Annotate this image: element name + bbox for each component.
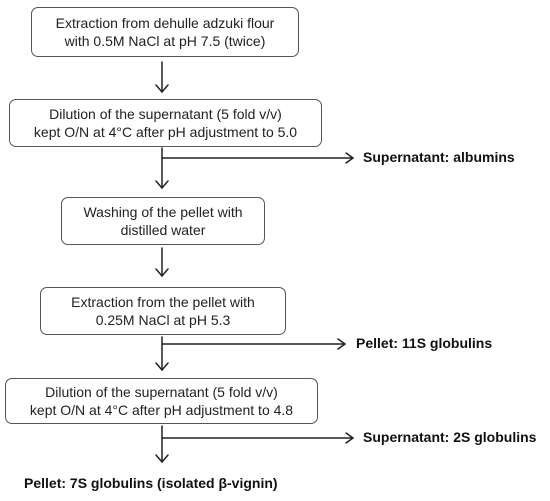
step-dilution-box-2: Dilution of the supernatant (5 fold v/v)… (5, 378, 318, 424)
arrow-4-head (155, 362, 169, 371)
output-7s-globulins: Pellet: 7S globulins (isolated β-vignin) (24, 475, 278, 491)
branch-11s-head (337, 338, 346, 350)
step-4-line-2: 0.25M NaCl at pH 5.3 (95, 312, 231, 328)
arrow-1-head (155, 84, 169, 93)
arrow-3-head (155, 268, 169, 277)
step-2-line-1: Dilution of the supernatant (5 fold v/v) (49, 106, 282, 122)
output-albumins: Supernatant: albumins (363, 149, 515, 165)
step-4-line-1: Extraction from the pellet with (71, 294, 255, 310)
arrow-5-head (155, 454, 169, 463)
branch-2s-head (345, 432, 354, 444)
output-11s-globulins: Pellet: 11S globulins (356, 335, 493, 351)
step-1-line-2: with 0.5M NaCl at pH 7.5 (twice) (64, 33, 266, 49)
step-3-line-2: distilled water (120, 222, 206, 238)
step-2-line-2: kept O/N at 4°C after pH adjustment to 5… (33, 124, 298, 140)
step-pellet-extraction-box: Extraction from the pellet with 0.25M Na… (40, 287, 286, 335)
output-2s-globulins: Supernatant: 2S globulins (363, 429, 537, 445)
arrow-2-head (155, 180, 169, 189)
step-extraction-box: Extraction from dehulle adzuki flour wit… (31, 7, 299, 57)
branch-albumins-head (345, 152, 354, 164)
step-5-line-2: kept O/N at 4°C after pH adjustment to 4… (29, 402, 294, 418)
step-washing-box: Washing of the pellet with distilled wat… (61, 197, 265, 245)
step-dilution-box-1: Dilution of the supernatant (5 fold v/v)… (9, 99, 322, 147)
step-3-line-1: Washing of the pellet with (83, 204, 243, 220)
step-1-line-1: Extraction from dehulle adzuki flour (55, 15, 275, 31)
step-5-line-1: Dilution of the supernatant (5 fold v/v) (45, 384, 278, 400)
